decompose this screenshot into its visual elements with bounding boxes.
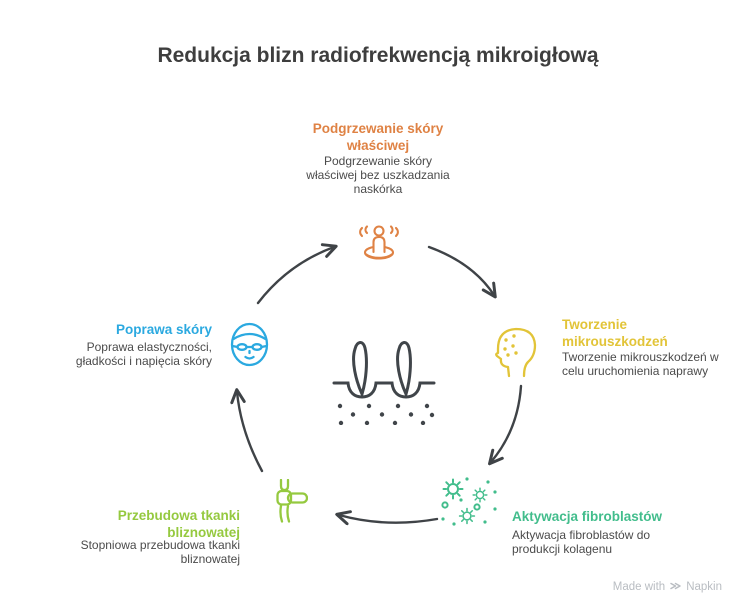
node-description-przebudowa: Stopniowa przebudowa tkanki bliznowatej [80,538,240,566]
napkin-logo-icon [670,582,681,590]
node-title-przebudowa: Przebudowa tkanki bliznowatej [117,508,240,540]
brand-label: Napkin [686,580,722,593]
arrow-left-to-top [256,243,338,305]
arrow-top-to-right [427,245,497,299]
node-title-fibroblasty: Aktywacja fibroblastów [512,509,663,524]
fiber-remodel-icon [276,479,308,523]
arrow-bottomleft-to-left [230,388,264,473]
head-microdamage-icon [495,327,537,378]
arrow-right-to-bottomright [488,384,523,466]
cells-icon [441,477,497,526]
made-with-label: Made with [612,580,666,593]
person-heat-icon [359,225,399,260]
page-title: Redukcja blizn radiofrekwencją mikroigło… [157,44,599,67]
arrow-bottomright-to-bottomleft [335,510,439,526]
skin-needles-icon [332,341,436,425]
made-with-napkin-link[interactable]: Made with Napkin [613,580,722,593]
node-description-mikrouszkodzenia: Tworzenie mikrouszkodzeń w celu uruchomi… [562,350,719,378]
node-title-mikrouszkodzenia: Tworzenie mikrouszkodzeń [562,317,668,349]
node-title-podgrzewanie: Podgrzewanie skóry właściwej [312,121,444,153]
node-description-podgrzewanie: Podgrzewanie skóry właściwej bez uszkadz… [306,154,450,196]
node-description-poprawa: Poprawa elastyczności, gładkości i napię… [75,340,212,368]
node-description-fibroblasty: Aktywacja fibroblastów do produkcji kola… [512,528,651,556]
node-title-poprawa: Poprawa skóry [115,322,212,337]
face-spa-icon [230,322,269,367]
